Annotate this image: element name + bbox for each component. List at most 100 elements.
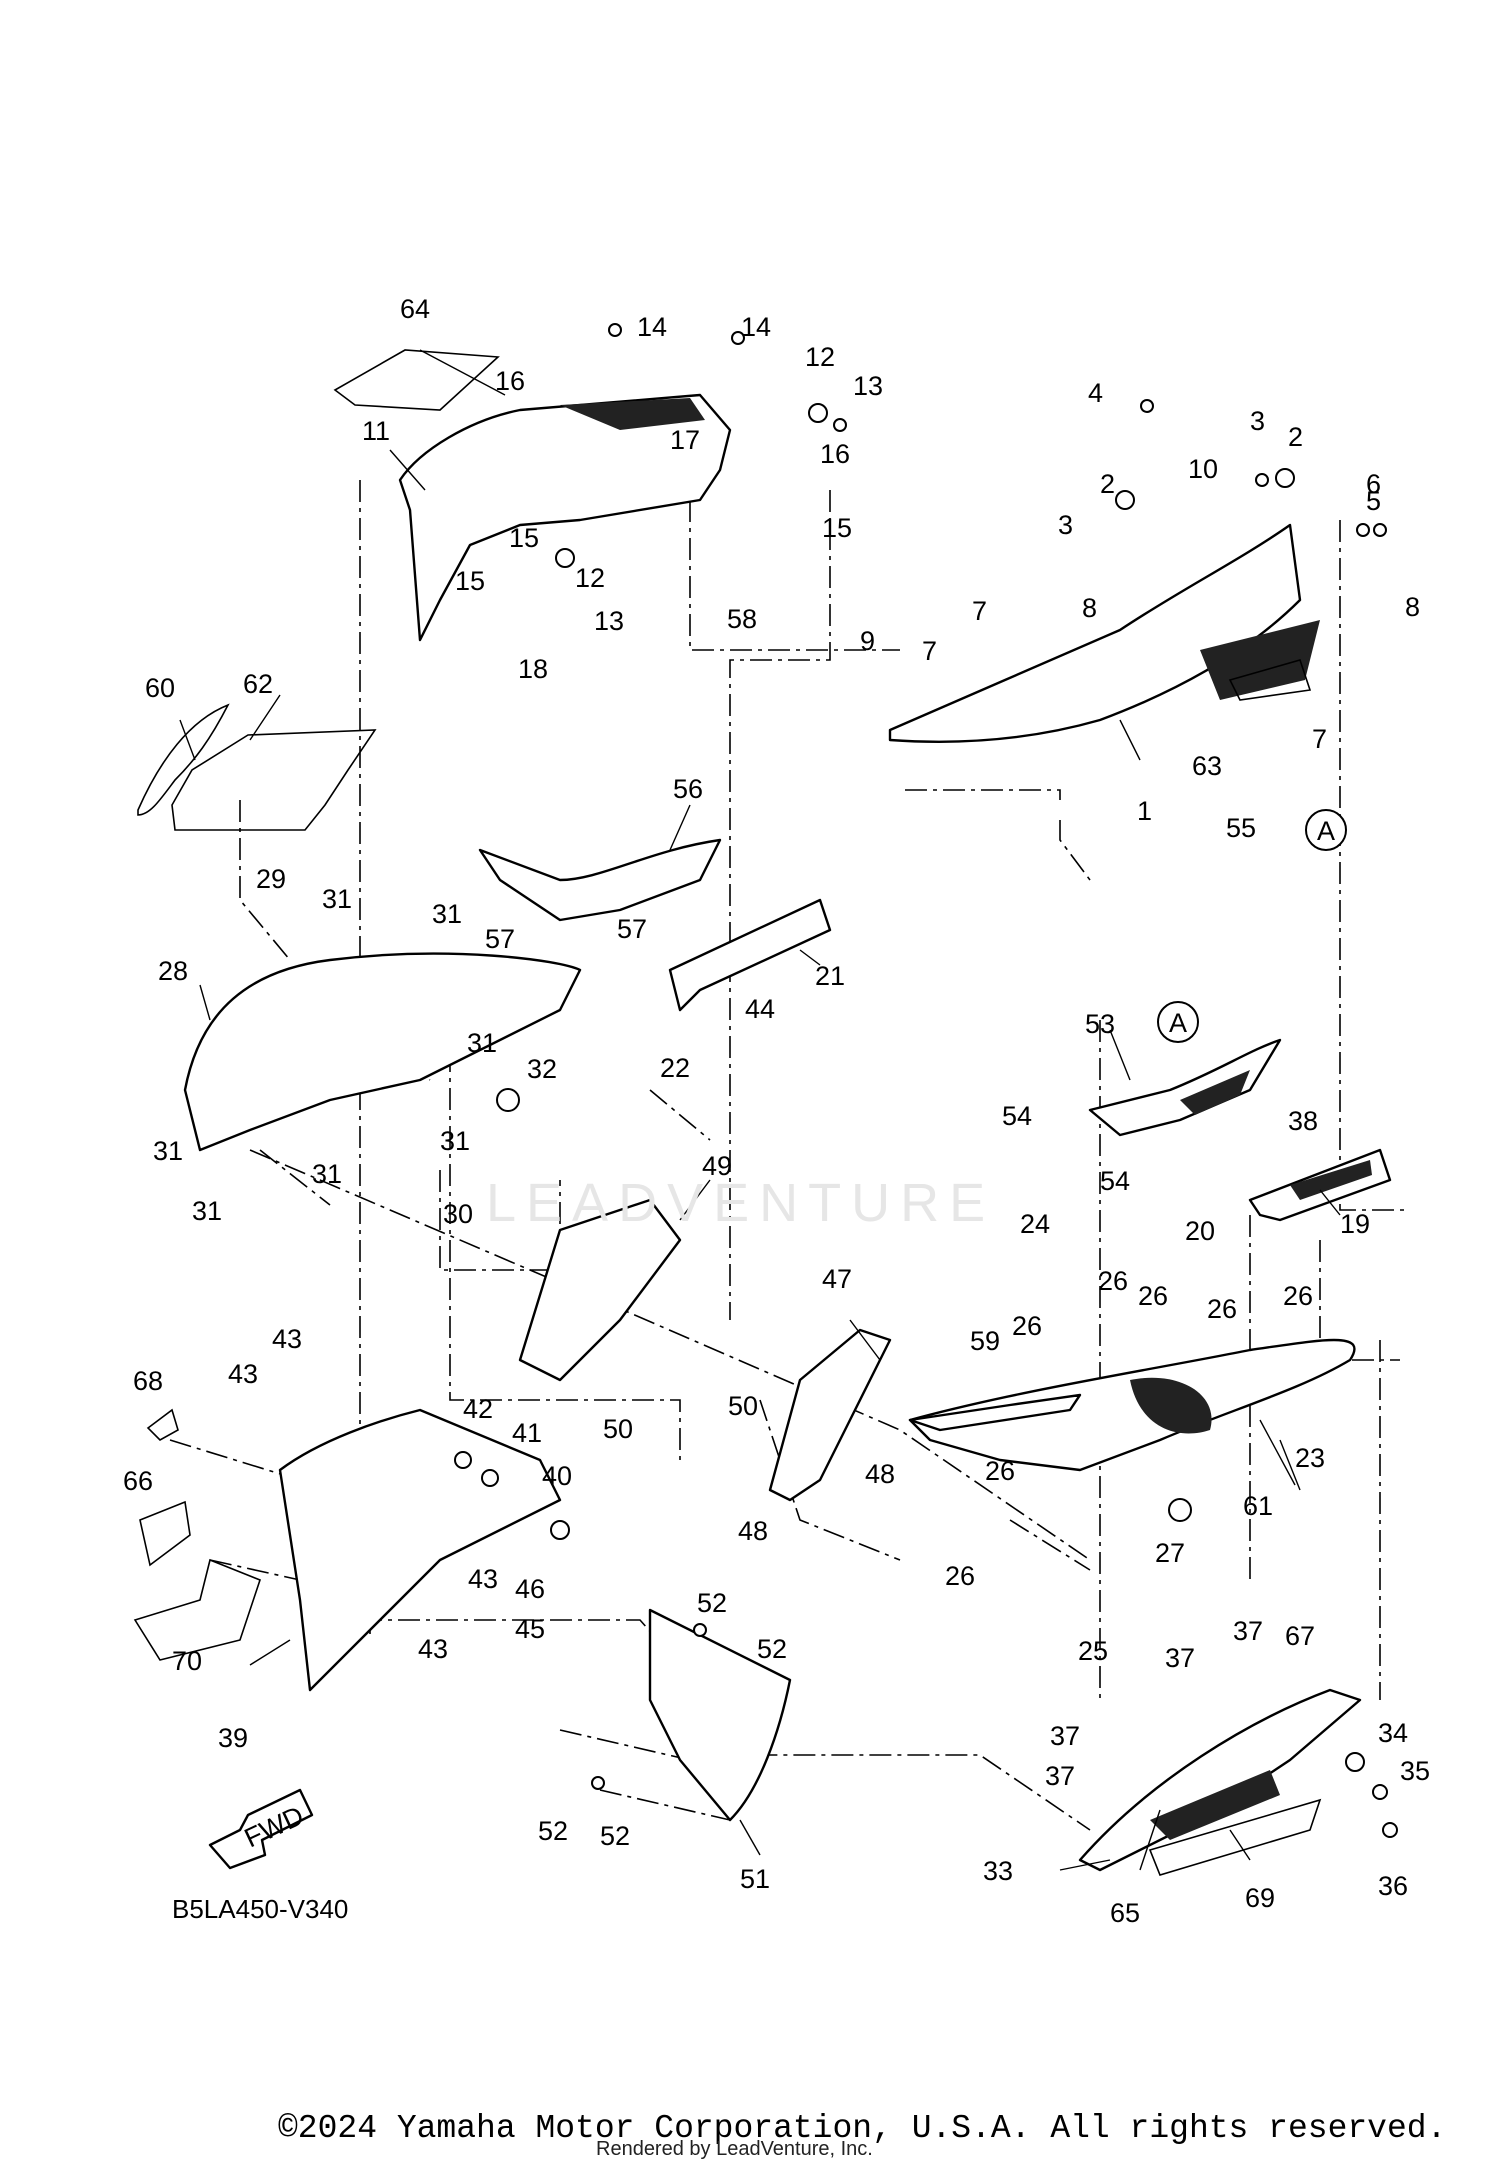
callout-44: 44 [745, 994, 775, 1024]
callout-26: 26 [945, 1561, 975, 1591]
callout-27: 27 [1155, 1538, 1185, 1568]
part-1-shape [888, 523, 1302, 743]
fastener-symbols [454, 323, 1398, 1838]
callout-45: 45 [515, 1614, 545, 1644]
callout-37: 37 [1165, 1643, 1195, 1673]
callout-7: 7 [972, 596, 987, 626]
part-59-shape [908, 1393, 1082, 1432]
callout-56: 56 [673, 774, 703, 804]
callout-31: 31 [322, 884, 352, 914]
callout-50: 50 [728, 1391, 758, 1421]
callout-41: 41 [512, 1418, 542, 1448]
callout-1: 1 [1137, 796, 1152, 826]
callout-46: 46 [515, 1574, 545, 1604]
callout-43: 43 [468, 1564, 498, 1594]
callout-57: 57 [485, 924, 515, 954]
callout-5: 5 [1366, 486, 1381, 516]
callout-22: 22 [660, 1053, 690, 1083]
callout-4: 4 [1088, 378, 1103, 408]
callout-37: 37 [1233, 1616, 1263, 1646]
callout-29: 29 [256, 864, 286, 894]
rendered-by-notice: Rendered by LeadVenture, Inc. [596, 2138, 873, 2160]
part-60-shape [137, 703, 230, 816]
callout-67: 67 [1285, 1621, 1315, 1651]
callout-61: 61 [1243, 1491, 1273, 1521]
callout-52: 52 [757, 1634, 787, 1664]
callout-62: 62 [243, 669, 273, 699]
part-68-shape [146, 1408, 179, 1441]
part-28-shape [183, 952, 582, 1152]
callout-16: 16 [820, 439, 850, 469]
callout-8: 8 [1082, 593, 1097, 623]
callout-43: 43 [418, 1634, 448, 1664]
callout-31: 31 [440, 1126, 470, 1156]
callout-38: 38 [1288, 1106, 1318, 1136]
callout-7: 7 [922, 636, 937, 666]
callout-2: 2 [1100, 469, 1115, 499]
callout-6: 6 [1366, 469, 1381, 499]
callout-50: 50 [603, 1414, 633, 1444]
callout-8: 8 [1405, 592, 1420, 622]
part-53-shape [1088, 1038, 1282, 1137]
callout-26: 26 [1138, 1281, 1168, 1311]
callout-60: 60 [145, 673, 175, 703]
svg-text:A: A [1169, 1008, 1187, 1038]
callout-26: 26 [1012, 1311, 1042, 1341]
callout-labels: 1 2 2 3 3 4 5 6 7 7 7 8 8 9 10 11 12 12 … [123, 294, 1430, 1928]
part-69-shape [1148, 1798, 1322, 1876]
leader-lines [179, 349, 1341, 1871]
callout-24: 24 [1020, 1209, 1050, 1239]
callout-11: 11 [362, 416, 390, 446]
part-23-shape [908, 1338, 1356, 1472]
reference-marker-a-2: A [1157, 1001, 1199, 1043]
part-64-shape [333, 349, 500, 411]
callout-55: 55 [1226, 813, 1256, 843]
callout-57: 57 [617, 914, 647, 944]
callout-36: 36 [1378, 1871, 1408, 1901]
callout-64: 64 [400, 294, 430, 324]
copyright-notice: ©2024 Yamaha Motor Corporation, U.S.A. A… [278, 2110, 1447, 2147]
callout-52: 52 [697, 1588, 727, 1618]
part-66-shape [139, 1500, 191, 1567]
callout-12: 12 [575, 563, 605, 593]
callout-37: 37 [1050, 1721, 1080, 1751]
callout-52: 52 [600, 1821, 630, 1851]
callout-42: 42 [463, 1394, 493, 1424]
part-33-shape [1078, 1688, 1362, 1872]
callout-49: 49 [702, 1151, 732, 1181]
callout-51: 51 [740, 1864, 770, 1894]
callout-30: 30 [443, 1199, 473, 1229]
callout-26: 26 [985, 1456, 1015, 1486]
callout-28: 28 [158, 956, 188, 986]
callout-34: 34 [1378, 1718, 1408, 1748]
callout-54: 54 [1002, 1101, 1032, 1131]
callout-70: 70 [172, 1646, 202, 1676]
part-63-shape [1228, 659, 1312, 701]
callout-59: 59 [970, 1326, 1000, 1356]
callout-20: 20 [1185, 1216, 1215, 1246]
callout-15: 15 [822, 513, 852, 543]
callout-39: 39 [218, 1723, 248, 1753]
callout-18: 18 [518, 654, 548, 684]
callout-23: 23 [1295, 1443, 1325, 1473]
callout-9: 9 [860, 626, 875, 656]
callout-14: 14 [637, 312, 667, 342]
part-49-shape [518, 1198, 682, 1382]
callout-26: 26 [1098, 1266, 1128, 1296]
reference-marker-a-1: A [1305, 809, 1347, 851]
callout-14: 14 [741, 312, 771, 342]
callout-3: 3 [1250, 406, 1265, 436]
callout-37: 37 [1045, 1761, 1075, 1791]
callout-48: 48 [865, 1459, 895, 1489]
callout-13: 13 [853, 371, 883, 401]
callout-35: 35 [1400, 1756, 1430, 1786]
diagram-code: B5LA450-V340 [172, 1894, 349, 1924]
callout-68: 68 [133, 1366, 163, 1396]
callout-17: 17 [670, 425, 700, 455]
callout-58: 58 [727, 604, 757, 634]
callout-47: 47 [822, 1264, 852, 1294]
callout-48: 48 [738, 1516, 768, 1546]
callout-25: 25 [1078, 1636, 1108, 1666]
